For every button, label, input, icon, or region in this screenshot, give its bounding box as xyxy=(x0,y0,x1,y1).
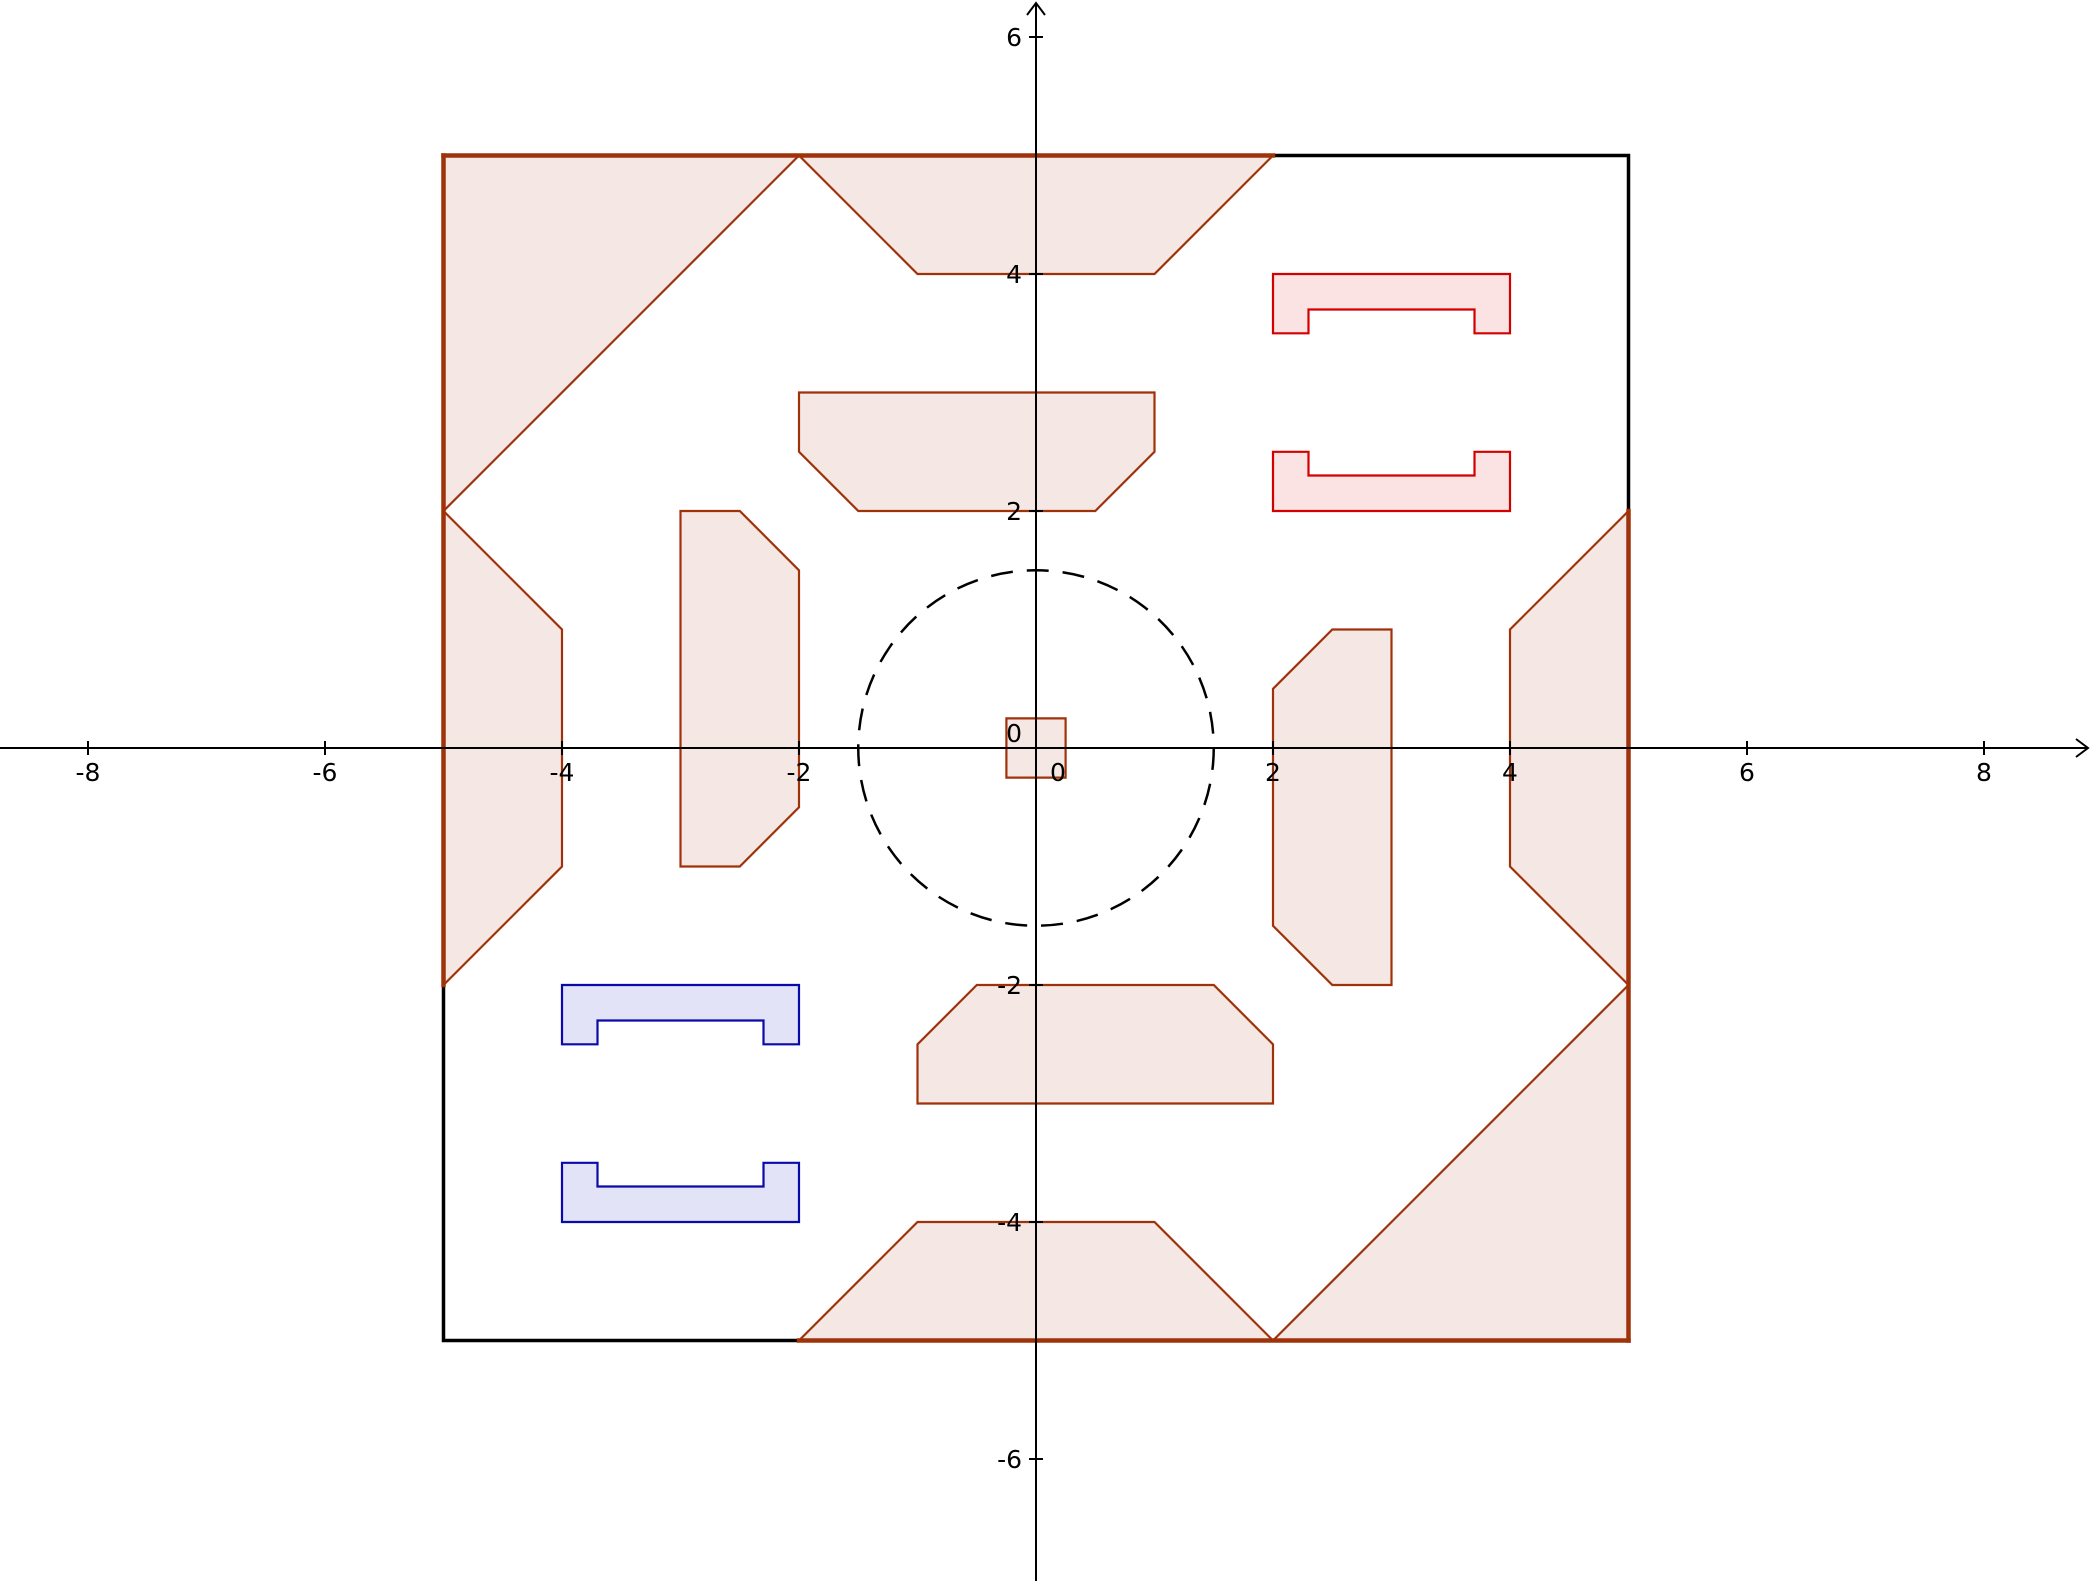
x-tick-label: -2 xyxy=(787,758,812,787)
y-tick-label: 2 xyxy=(1006,497,1022,526)
corner-bottom-right-obstacle xyxy=(1270,982,1630,1342)
x-tick-label: 6 xyxy=(1739,758,1755,787)
x-tick-label: 2 xyxy=(1265,758,1281,787)
y-tick-label: 0 xyxy=(1006,719,1022,748)
arena-layer xyxy=(441,153,1631,1343)
red-bracket-upper xyxy=(1271,272,1512,335)
y-axis-arrow xyxy=(1026,1,1046,16)
x-tick-label: -4 xyxy=(550,758,575,787)
x-axis-arrow xyxy=(2075,738,2090,758)
x-tick-label: -8 xyxy=(76,758,101,787)
y-tick-label: 4 xyxy=(1006,260,1022,289)
x-tick-label: 4 xyxy=(1502,758,1518,787)
upper-center-obstacle xyxy=(797,391,1156,513)
y-tick-label: -4 xyxy=(997,1208,1022,1237)
x-tick-label: 8 xyxy=(1976,758,1992,787)
y-tick-label: -2 xyxy=(997,971,1022,1000)
x-tick-label: -6 xyxy=(313,758,338,787)
corner-top-left-obstacle xyxy=(442,154,802,514)
blue-bracket-lower xyxy=(560,1161,801,1224)
x-tick-label: 0 xyxy=(1050,758,1066,787)
right-center-obstacle xyxy=(1271,628,1393,987)
y-tick-label: 6 xyxy=(1006,23,1022,52)
y-tick-label: -6 xyxy=(997,1445,1022,1474)
left-center-obstacle xyxy=(679,509,801,868)
tick-labels-layer: -8 -6 -4 -2 0 2 4 6 8 -6 -4 -2 0 2 4 6 xyxy=(76,23,1992,1474)
blue-bracket-upper xyxy=(560,983,801,1046)
lower-center-obstacle xyxy=(916,983,1275,1105)
red-bracket-lower xyxy=(1271,450,1512,513)
